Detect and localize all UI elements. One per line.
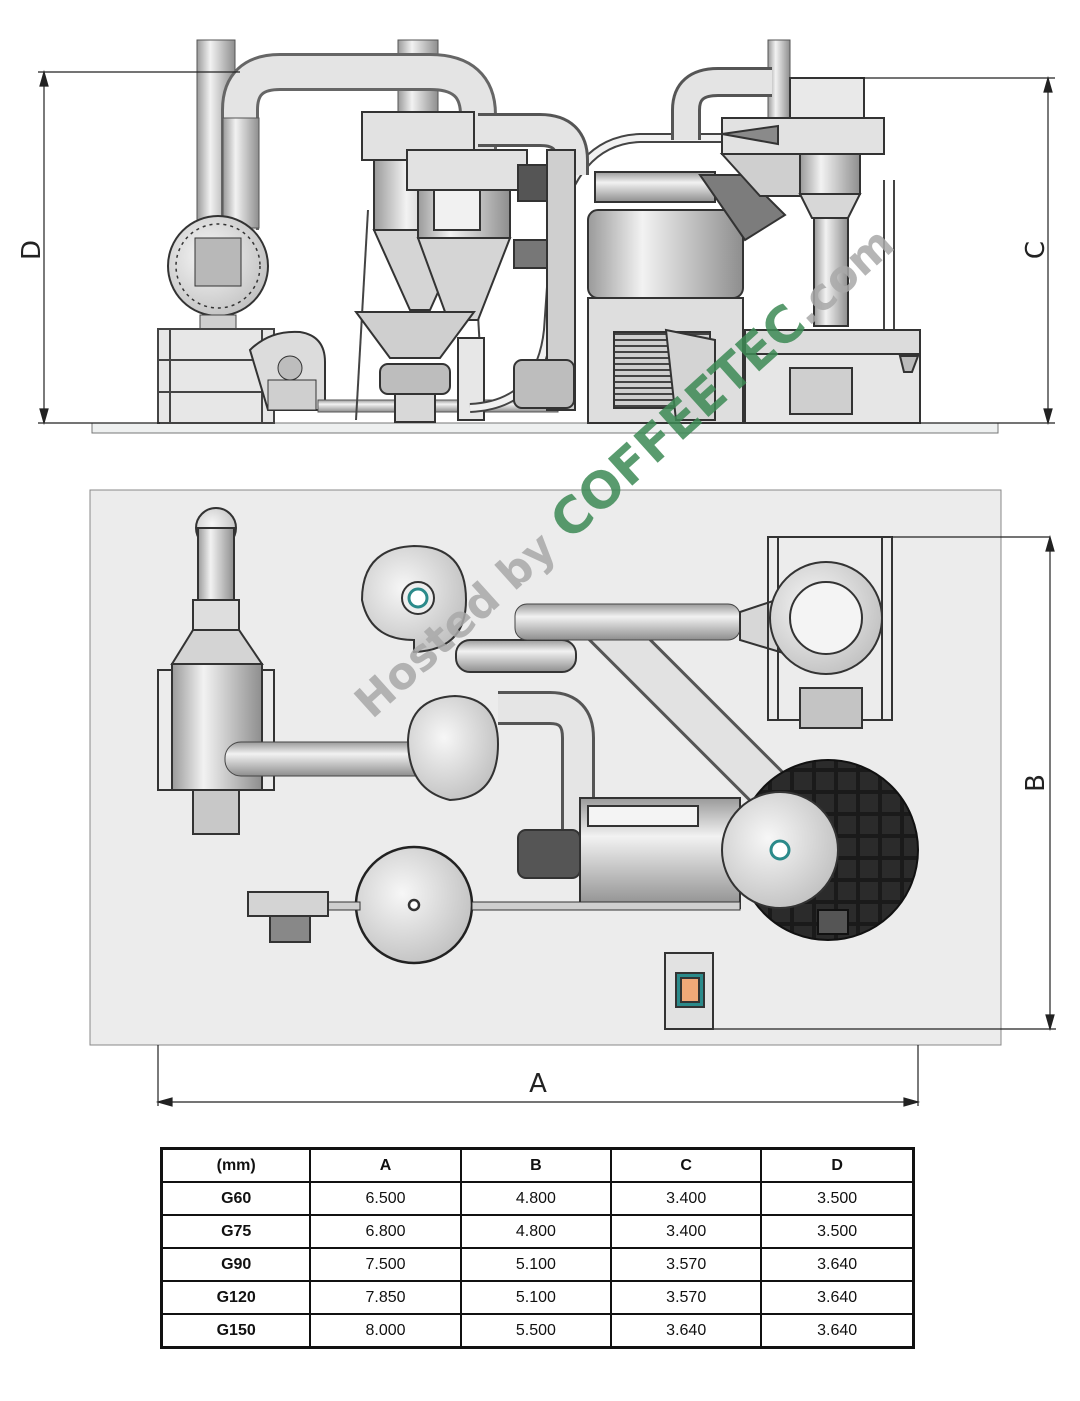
value-cell: 3.500: [760, 1181, 915, 1216]
elevation-view: D C: [17, 39, 1055, 434]
header-c: C: [610, 1147, 763, 1183]
plan-cyclone-frame: [767, 536, 893, 729]
dimension-a-label: A: [529, 1069, 547, 1099]
fan-stand: [199, 314, 237, 330]
plan-chimney: [157, 507, 275, 835]
dimension-d-line: [38, 69, 240, 426]
cooling-tray: [744, 329, 921, 424]
value-cell: 3.640: [760, 1247, 915, 1282]
value-cell: 4.800: [459, 1181, 613, 1216]
value-cell: 8.000: [309, 1313, 462, 1349]
dimension-c-line: [860, 75, 1055, 426]
value-cell: 3.570: [610, 1247, 763, 1282]
header-units: (mm): [160, 1147, 312, 1183]
model-cell: G120: [160, 1280, 312, 1315]
dimension-b-line: [714, 534, 1056, 1032]
plan-pipe: [471, 901, 741, 911]
value-cell: 5.500: [459, 1313, 613, 1349]
value-cell: 3.500: [760, 1214, 915, 1249]
table-row: G60 6.500 4.800 3.400 3.500: [160, 1181, 915, 1216]
dimension-d-label: D: [17, 240, 47, 260]
plan-control-panel: [664, 952, 714, 1030]
value-cell: 5.100: [459, 1247, 613, 1282]
plan-diagonal-duct: [583, 603, 787, 807]
model-cell: G150: [160, 1313, 312, 1349]
fan-flange: [175, 223, 261, 309]
motor-housing: [513, 149, 576, 411]
value-cell: 3.400: [610, 1214, 763, 1249]
plan-drum: [517, 797, 741, 909]
value-cell: 7.850: [309, 1280, 462, 1315]
value-cell: 6.500: [309, 1181, 462, 1216]
table-row: G75 6.800 4.800 3.400 3.500: [160, 1214, 915, 1249]
header-a: A: [309, 1147, 462, 1183]
roaster-drum: [587, 171, 787, 424]
table-row: G120 7.850 5.100 3.570 3.640: [160, 1280, 915, 1315]
header-d: D: [760, 1147, 915, 1183]
header-b: B: [459, 1147, 613, 1183]
value-cell: 3.640: [760, 1280, 915, 1315]
dimension-b-label: B: [1021, 774, 1051, 792]
plan-blower: [247, 891, 329, 943]
model-cell: G75: [160, 1214, 312, 1249]
table-header-row: (mm) A B C D: [160, 1147, 915, 1183]
duct-vertical: [222, 117, 260, 229]
value-cell: 3.640: [610, 1313, 763, 1349]
cyclone-right: [406, 149, 528, 321]
fan-inlet-box: [194, 237, 242, 287]
table-row: G90 7.500 5.100 3.570 3.640: [160, 1247, 915, 1282]
plan-fan-scroll-bottom: [406, 691, 595, 830]
plan-hopper: [354, 845, 474, 965]
dimensions-table: (mm) A B C D G60 6.500 4.800 3.400 3.500…: [160, 1147, 915, 1349]
top-duct: [224, 56, 494, 230]
value-cell: 5.100: [459, 1280, 613, 1315]
dimension-c-label: C: [1021, 241, 1051, 259]
value-cell: 7.500: [309, 1247, 462, 1282]
plan-fan-scroll-top: [360, 544, 577, 673]
value-cell: 3.640: [760, 1313, 915, 1349]
value-cell: 4.800: [459, 1214, 613, 1249]
plan-duct: [514, 603, 741, 641]
hopper-unit: [354, 311, 485, 423]
afterburner-cyclone: [671, 67, 895, 330]
value-cell: 3.400: [610, 1181, 763, 1216]
blower-unit: [248, 330, 326, 411]
plan-view: A B: [89, 489, 1056, 1107]
plan-cooler: [721, 759, 919, 941]
table-row: G150 8.000 5.500 3.640 3.640: [160, 1313, 915, 1349]
value-cell: 6.800: [309, 1214, 462, 1249]
floor-base: [91, 422, 999, 434]
model-cell: G60: [160, 1181, 312, 1216]
value-cell: 3.570: [610, 1280, 763, 1315]
model-cell: G90: [160, 1247, 312, 1282]
dimension-a-line: [155, 1045, 921, 1107]
